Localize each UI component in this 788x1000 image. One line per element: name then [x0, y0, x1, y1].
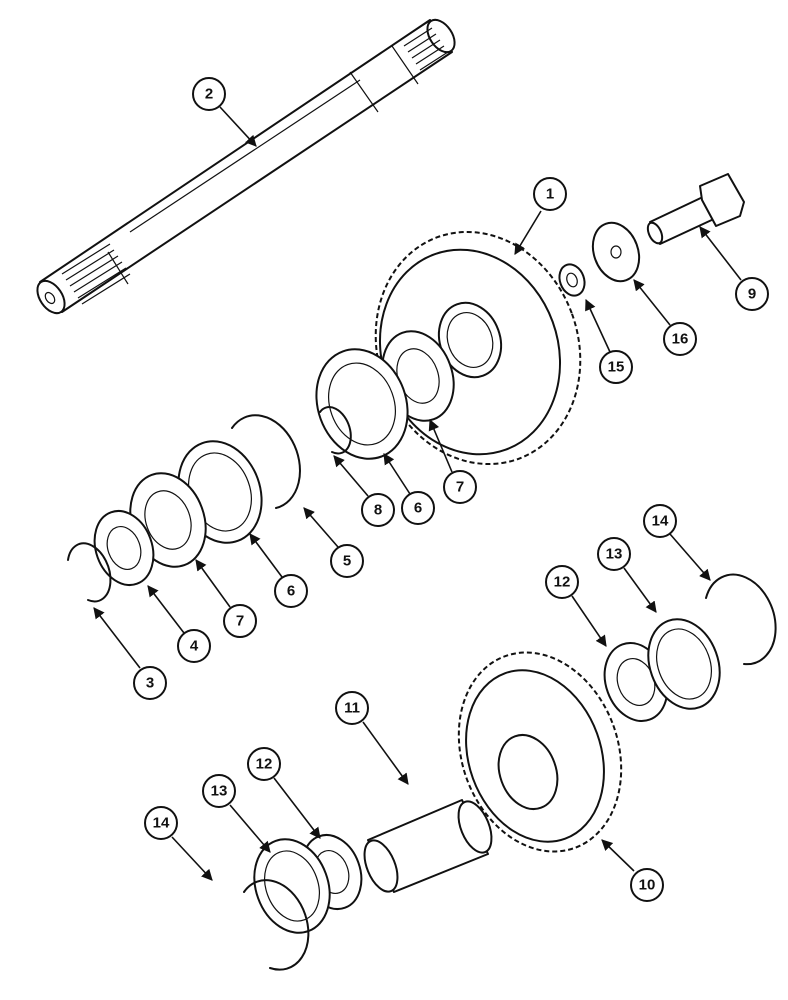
- svg-text:4: 4: [190, 638, 199, 655]
- callout-15: 15: [585, 298, 633, 384]
- washer-4: [93, 510, 155, 586]
- svg-text:14: 14: [652, 513, 669, 530]
- callout-7-lower: 7: [195, 559, 257, 638]
- callout-7-upper: 7: [428, 418, 477, 504]
- bearing-cup-left: [253, 838, 331, 934]
- callout-12-right: 12: [545, 565, 607, 647]
- small-washer: [558, 263, 586, 297]
- svg-text:12: 12: [554, 574, 571, 591]
- callout-3: 3: [93, 607, 167, 700]
- svg-text:5: 5: [343, 553, 351, 570]
- callout-5: 5: [303, 507, 364, 578]
- snap-ring-3: [67, 542, 112, 603]
- bearing-cup-upper: [315, 348, 409, 460]
- svg-text:8: 8: [374, 502, 382, 519]
- callout-13-right: 13: [597, 537, 657, 613]
- callout-2: 2: [192, 77, 257, 147]
- spline-sleeve: [363, 799, 493, 893]
- callout-9: 9: [699, 226, 769, 311]
- svg-text:10: 10: [639, 877, 656, 894]
- snap-ring-5: [231, 414, 301, 509]
- svg-text:7: 7: [236, 613, 244, 630]
- callout-13-left: 13: [202, 774, 271, 853]
- bearing-cup-right: [647, 618, 721, 710]
- snap-ring-left: [243, 879, 310, 971]
- svg-text:6: 6: [414, 500, 422, 517]
- svg-text:6: 6: [287, 583, 295, 600]
- callout-6-lower: 6: [249, 533, 308, 608]
- callout-8: 8: [333, 455, 395, 527]
- svg-text:15: 15: [608, 359, 625, 376]
- svg-text:13: 13: [606, 546, 623, 563]
- callout-4: 4: [147, 585, 211, 663]
- svg-text:11: 11: [344, 700, 360, 717]
- svg-text:3: 3: [146, 675, 154, 692]
- callout-12-left: 12: [247, 747, 321, 839]
- callout-14-right: 14: [643, 504, 711, 581]
- svg-text:14: 14: [153, 815, 170, 832]
- svg-text:7: 7: [456, 479, 464, 496]
- snap-ring-right: [705, 573, 777, 666]
- svg-text:13: 13: [211, 783, 228, 800]
- callout-11: 11: [335, 691, 409, 785]
- svg-text:2: 2: [205, 86, 213, 103]
- callout-16: 16: [633, 279, 697, 356]
- thick-washer: [591, 221, 641, 283]
- bolt: [646, 173, 745, 245]
- large-gear-lower: [457, 651, 623, 853]
- callout-10: 10: [601, 839, 664, 902]
- callout-6-upper: 6: [383, 453, 435, 525]
- snap-ring-8: [319, 406, 352, 455]
- splined-shaft: [36, 18, 456, 315]
- callout-14-left: 14: [144, 806, 213, 881]
- svg-text:9: 9: [748, 286, 756, 303]
- svg-text:1: 1: [546, 186, 554, 203]
- svg-text:16: 16: [672, 331, 689, 348]
- callout-1: 1: [514, 177, 567, 255]
- svg-text:12: 12: [256, 756, 273, 773]
